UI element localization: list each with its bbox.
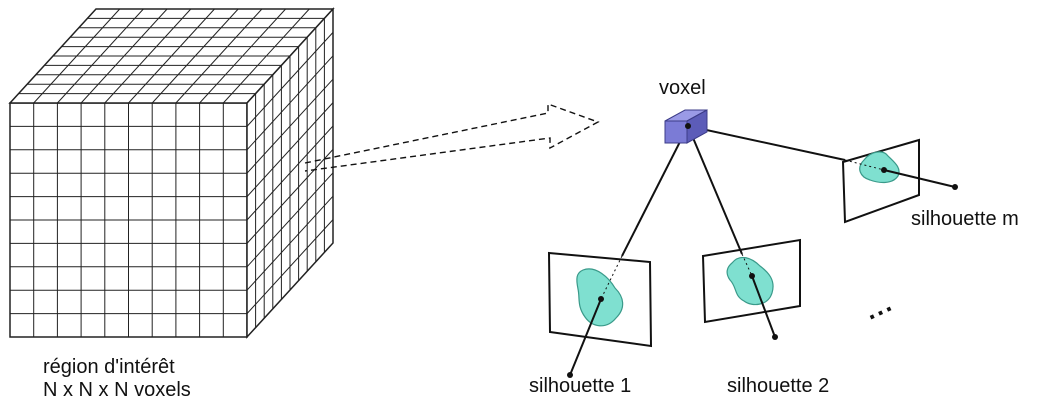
voxel-label: voxel: [659, 77, 706, 99]
voxel-cube: [664, 109, 708, 144]
silhouette-1-hit-point: [598, 296, 604, 302]
silhouette-2-end-point: [772, 334, 778, 340]
region-label-line2: N x N x N voxels: [43, 379, 191, 401]
silhouette-m-label: silhouette m: [911, 208, 1019, 230]
silhouette-2-hit-point: [749, 273, 755, 279]
silhouette-2-frame: [701, 238, 801, 324]
silhouette-2-label: silhouette 2: [727, 375, 830, 397]
region-label-line1: région d'intérêt: [43, 356, 175, 378]
silhouette-m-hit-point: [881, 167, 887, 173]
silhouette-1-end-point: [567, 372, 573, 378]
silhouette-m-frame: [841, 138, 920, 224]
dashed-arrow: [304, 103, 600, 172]
projection-points: [567, 123, 958, 378]
cube-side-face: [246, 7, 334, 339]
silhouette-m-end-point: [952, 184, 958, 190]
region-of-interest-cube: [8, 7, 335, 339]
projection-rays: [569, 125, 956, 376]
silhouette-1-label: silhouette 1: [529, 375, 632, 397]
silhouette-2-blob: [726, 256, 774, 306]
silhouette-m-blob: [859, 151, 900, 184]
cube-front-face: [9, 102, 248, 338]
voxel-center-point: [685, 123, 691, 129]
